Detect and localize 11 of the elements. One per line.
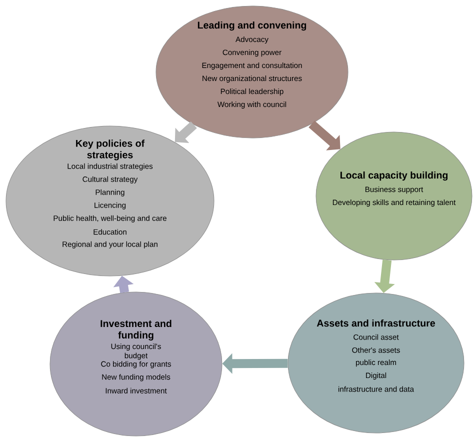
node-label: Key policies of strategies — [76, 140, 145, 160]
ellipse-node — [316, 132, 472, 260]
block-arrow — [174, 121, 197, 143]
ellipse-node — [6, 126, 214, 276]
ellipse-node — [50, 292, 222, 436]
node-label: Investment and funding — [100, 320, 172, 341]
node-label: Leading and convening — [198, 21, 306, 31]
node-label: Assets and infrastructure — [316, 319, 436, 327]
ellipse-node — [156, 6, 348, 138]
block-arrow — [308, 120, 340, 150]
ellipse-node — [288, 292, 464, 434]
